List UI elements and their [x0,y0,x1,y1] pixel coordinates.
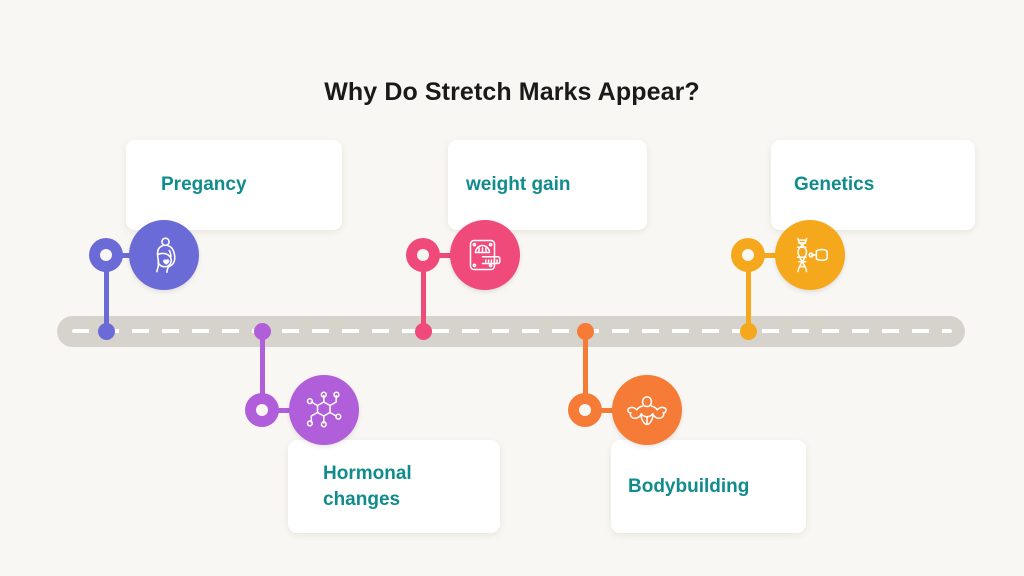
timeline-node-genetics[interactable] [731,238,765,272]
label-card-hormonal-changes[interactable]: Hormonal changes [288,440,500,533]
icon-bubble-genetics[interactable] [775,220,845,290]
icon-bubble-pregnancy[interactable] [129,220,199,290]
connector-link-hormonal-changes [274,408,300,413]
node-hole-weight-gain [417,249,429,261]
label-card-pregnancy[interactable]: Pregancy [126,140,342,230]
connector-link-bodybuilding [597,408,623,413]
timeline-node-pregnancy[interactable] [89,238,123,272]
dna-icon [789,234,831,276]
connector-link-weight-gain [435,253,461,258]
label-text-hormonal-changes: Hormonal changes [323,463,412,510]
icon-bubble-bodybuilding[interactable] [612,375,682,445]
weight-scale-icon [464,234,506,276]
connector-stem-pregnancy [104,255,109,333]
connector-stem-hormonal-changes [260,330,265,408]
icon-bubble-weight-gain[interactable] [450,220,520,290]
node-hole-hormonal-changes [256,404,268,416]
bodybuilder-icon [625,388,669,432]
timeline-dashed-line [72,329,952,333]
label-card-weight-gain[interactable]: weight gain [448,140,647,230]
pregnant-woman-icon [142,233,186,277]
timeline-node-bodybuilding[interactable] [568,393,602,427]
connector-stem-genetics [746,255,751,333]
timeline-node-hormonal-changes[interactable] [245,393,279,427]
icon-bubble-hormonal-changes[interactable] [289,375,359,445]
node-hole-bodybuilding [579,404,591,416]
page-title: Why Do Stretch Marks Appear? [324,78,700,106]
label-text-bodybuilding: Bodybuilding [628,475,750,497]
connector-link-genetics [760,253,786,258]
node-hole-pregnancy [100,249,112,261]
label-text-weight-gain: weight gain [466,174,571,196]
node-hole-genetics [742,249,754,261]
label-text-pregnancy: Pregancy [161,174,247,196]
timeline-node-weight-gain[interactable] [406,238,440,272]
molecule-icon [303,389,345,431]
label-card-genetics[interactable]: Genetics [771,140,975,230]
connector-stem-weight-gain [421,255,426,333]
label-card-bodybuilding[interactable]: Bodybuilding [611,440,806,533]
label-text-genetics: Genetics [794,174,875,196]
connector-stem-bodybuilding [583,330,588,408]
